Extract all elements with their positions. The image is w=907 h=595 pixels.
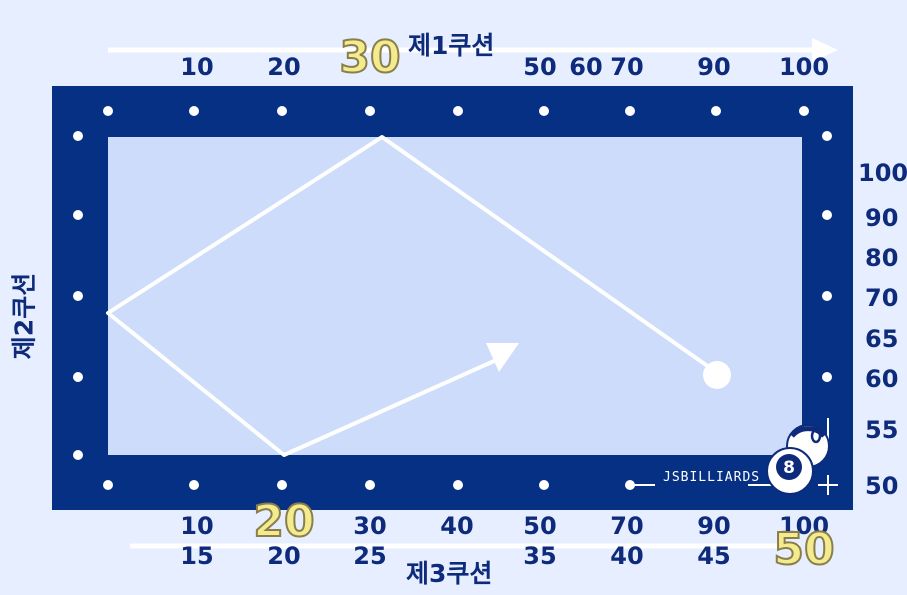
right-label: 65 [865,325,899,353]
bottom-row2-highlight-label: 50 [772,524,835,575]
bottom-row1-highlight-label: 20 [252,496,315,547]
top-guide-arrow [108,38,838,62]
cushion2-title: 제2쿠션 [9,272,39,360]
top-label: 10 [180,53,214,81]
svg-text:8: 8 [783,458,795,478]
brand-text: JSBILLIARDS [663,470,761,485]
bottom-row2-label: 45 [697,542,731,570]
bottom-diamonds [103,480,635,490]
right-label: 100 [858,159,907,187]
bottom-row1-label: 40 [440,512,474,540]
right-label: 55 [865,416,899,444]
corner-cross [818,418,838,495]
cushion3-title: 제3쿠션 [406,559,493,588]
top-label: 50 [523,53,557,81]
bottom-row2-label: 25 [353,542,387,570]
top-label: 60 [569,53,603,81]
top-diamonds [103,106,809,116]
top-label: 90 [697,53,731,81]
top-label: 20 [267,53,301,81]
table-cloth [108,137,802,455]
top-label: 70 [610,53,644,81]
right-label: 60 [865,365,899,393]
bottom-row1-label: 50 [523,512,557,540]
left-diamonds [73,131,83,460]
bottom-row2-label: 20 [267,542,301,570]
arrow-head-icon [486,343,519,372]
bottom-row2-label: 35 [523,542,557,570]
bottom-row2-label: 40 [610,542,644,570]
right-diamonds [822,131,832,382]
right-label: 90 [865,204,899,232]
bottom-row1-label: 100 [778,512,830,540]
bottom-row2-label: 15 [180,542,214,570]
bottom-row1-label: 90 [697,512,731,540]
right-label: 50 [865,472,899,500]
top-label: 100 [778,53,830,81]
top-highlight-label: 30 [338,32,401,83]
bottom-row1-label: 30 [353,512,387,540]
cushion1-title: 제1쿠션 [408,31,495,60]
eight-ball-icon: 8 [766,447,814,495]
bottom-row1-label: 70 [610,512,644,540]
bottom-row1-label: 10 [180,512,214,540]
right-label: 70 [865,284,899,312]
right-label: 80 [865,244,899,272]
cue-ball-icon [703,361,731,389]
ball-path [106,135,718,457]
